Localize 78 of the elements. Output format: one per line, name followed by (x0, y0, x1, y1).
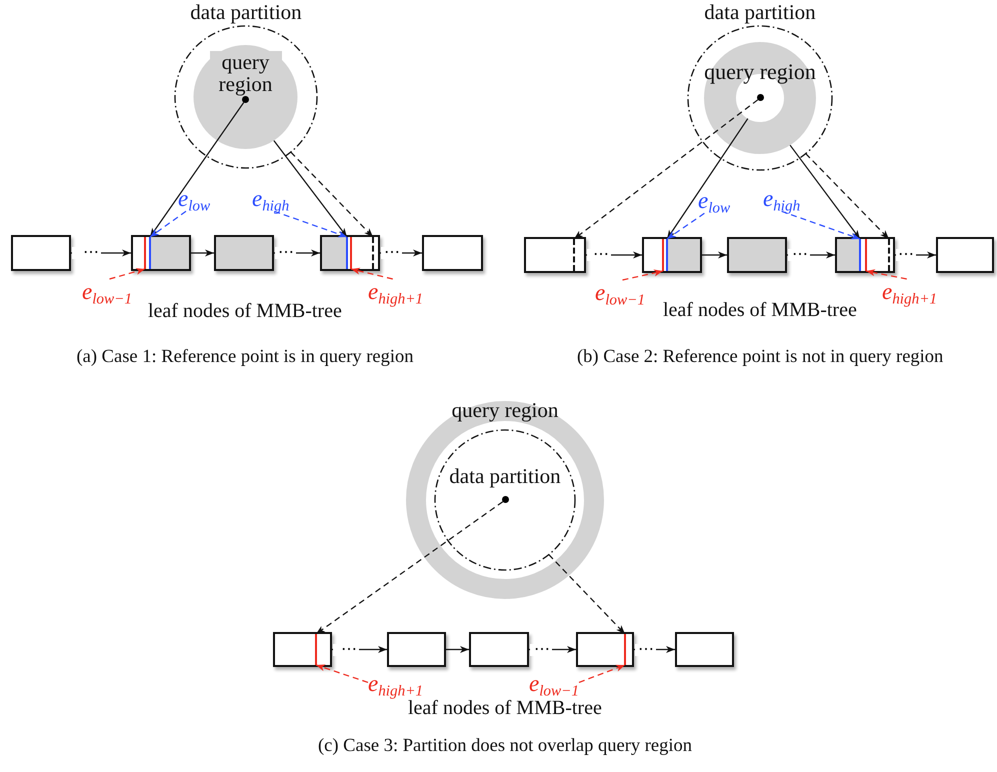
leader-arrow (316, 664, 368, 683)
entry-label: e$_{low−1}$ (529, 671, 579, 696)
leaf-node-box (675, 632, 734, 667)
reference-point-dot (502, 496, 509, 503)
arrow (150, 102, 244, 238)
leaf-node-box (576, 632, 634, 667)
entry-marker-line (859, 239, 861, 271)
leaf-node-box (273, 632, 332, 667)
entry-label: e$_{high}$ (252, 186, 290, 212)
entry-label: e$_{low}$ (698, 188, 730, 214)
leader-arrow (622, 270, 664, 281)
arrow (316, 501, 504, 634)
entry-label: e$_{low}$ (178, 186, 210, 212)
leaf-node-box (524, 237, 586, 273)
entry-marker-line (346, 237, 348, 269)
entry-marker-line (865, 239, 867, 271)
region-label: data partition (190, 0, 302, 24)
entry-marker-line (666, 239, 668, 271)
leader-arrow (350, 268, 393, 280)
entry-label: e$_{high+1}$ (368, 671, 424, 696)
arrow (548, 554, 626, 634)
entry-marker-line (144, 237, 146, 269)
group-caption: leaf nodes of MMB-tree (148, 300, 342, 322)
entry-marker-line (315, 634, 317, 665)
entry-label: e$_{low−1}$ (82, 279, 132, 304)
arrow (666, 118, 748, 240)
leader-arrow (274, 210, 348, 238)
entry-marker-line (149, 237, 151, 269)
leaf-node-box (131, 235, 191, 271)
entry-marker-line (662, 239, 664, 271)
leaf-node-box (320, 235, 380, 271)
region-label: query region (452, 398, 558, 422)
leaf-node-box (469, 632, 529, 667)
figure-caption: (c) Case 3: Partition does not overlap query region (318, 736, 692, 756)
arrow (380, 250, 422, 256)
leaf-node-box (727, 237, 787, 273)
leader-arrow (578, 664, 626, 683)
entry-marker-line (624, 634, 626, 665)
arrow (290, 152, 374, 238)
leader-arrow (150, 210, 186, 238)
entry-label: e$_{high+1}$ (882, 279, 938, 304)
group-caption: leaf nodes of MMB-tree (663, 298, 857, 322)
arrow (574, 99, 758, 240)
entry-label: e$_{high+1}$ (368, 279, 424, 304)
arrow (787, 252, 835, 258)
leader-arrow (109, 268, 146, 280)
arrow (702, 252, 727, 258)
leaf-node-box (642, 237, 702, 273)
arrow (895, 252, 936, 258)
dashed-marker-line (372, 237, 374, 269)
entry-label: e$_{low−1}$ (595, 280, 645, 306)
group-caption: leaf nodes of MMB-tree (408, 696, 602, 720)
region-label: query region (704, 59, 816, 84)
region-label: data partition (704, 0, 816, 24)
arrow (586, 252, 642, 258)
leader-arrow (781, 210, 860, 240)
arrow (446, 646, 469, 653)
leaf-node-box (387, 632, 446, 667)
region-label: query region (210, 51, 282, 95)
arrow (191, 250, 214, 256)
leaf-node-box (214, 235, 274, 271)
figure-caption: (b) Case 2: Reference point is not in query region (577, 346, 944, 368)
leader-arrow (866, 269, 907, 280)
arrow (805, 153, 890, 240)
leaf-node-box (936, 237, 994, 273)
leaf-node-box (11, 235, 71, 271)
dashed-marker-line (573, 239, 575, 271)
entry-label: e$_{high}$ (763, 186, 800, 212)
entry-marker-line (350, 237, 352, 269)
dashed-marker-line (888, 239, 890, 271)
arrow (790, 144, 860, 240)
figure-caption: (a) Case 1: Reference point is in query region (76, 346, 414, 368)
arrow (274, 250, 320, 256)
leaf-node-box (422, 235, 483, 271)
region-label: data partition (449, 464, 561, 488)
leaf-node-box (835, 237, 895, 273)
arrow (273, 140, 348, 238)
leader-arrow (666, 212, 705, 240)
